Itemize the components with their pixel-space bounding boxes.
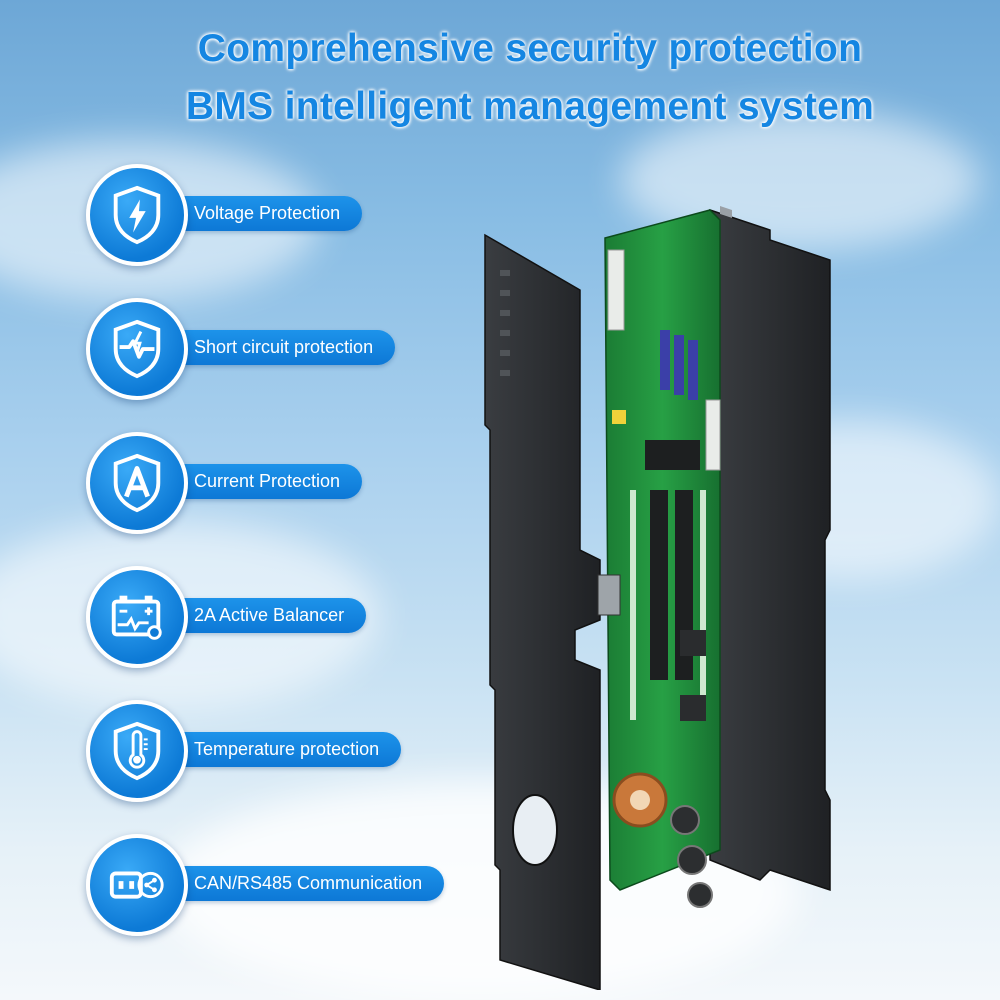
headline-line-2: BMS intelligent management system — [185, 85, 875, 128]
feature-label: Voltage Protection — [156, 196, 363, 231]
feature-active-balancer: 2A Active Balancer — [86, 566, 466, 668]
feature-label: Short circuit protection — [156, 330, 396, 365]
headline: Comprehensive security protection BMS in… — [0, 20, 1000, 136]
feature-temperature-protection: Temperature protection — [86, 700, 466, 802]
bms-exploded-illustration — [484, 206, 831, 990]
battery-balancer-icon — [86, 566, 188, 668]
shield-thermometer-icon — [86, 700, 188, 802]
bms-circuit-board — [604, 209, 721, 908]
feature-current-protection: Current Protection — [86, 432, 466, 534]
feature-label: Temperature protection — [156, 732, 402, 767]
communication-port-icon — [86, 834, 188, 936]
feature-can-rs485-communication: CAN/RS485 Communication — [86, 834, 466, 936]
feature-short-circuit-protection: Short circuit protection — [86, 298, 466, 400]
front-cover-plate — [484, 233, 621, 990]
feature-label: CAN/RS485 Communication — [156, 866, 445, 901]
shield-short-circuit-icon — [86, 298, 188, 400]
feature-label: 2A Active Balancer — [156, 598, 367, 633]
feature-voltage-protection: Voltage Protection — [86, 164, 466, 266]
headline-line-1: Comprehensive security protection — [197, 27, 863, 70]
rear-cover-plate — [709, 206, 831, 892]
shield-bolt-icon — [86, 164, 188, 266]
shield-ampere-icon — [86, 432, 188, 534]
feature-label: Current Protection — [156, 464, 363, 499]
